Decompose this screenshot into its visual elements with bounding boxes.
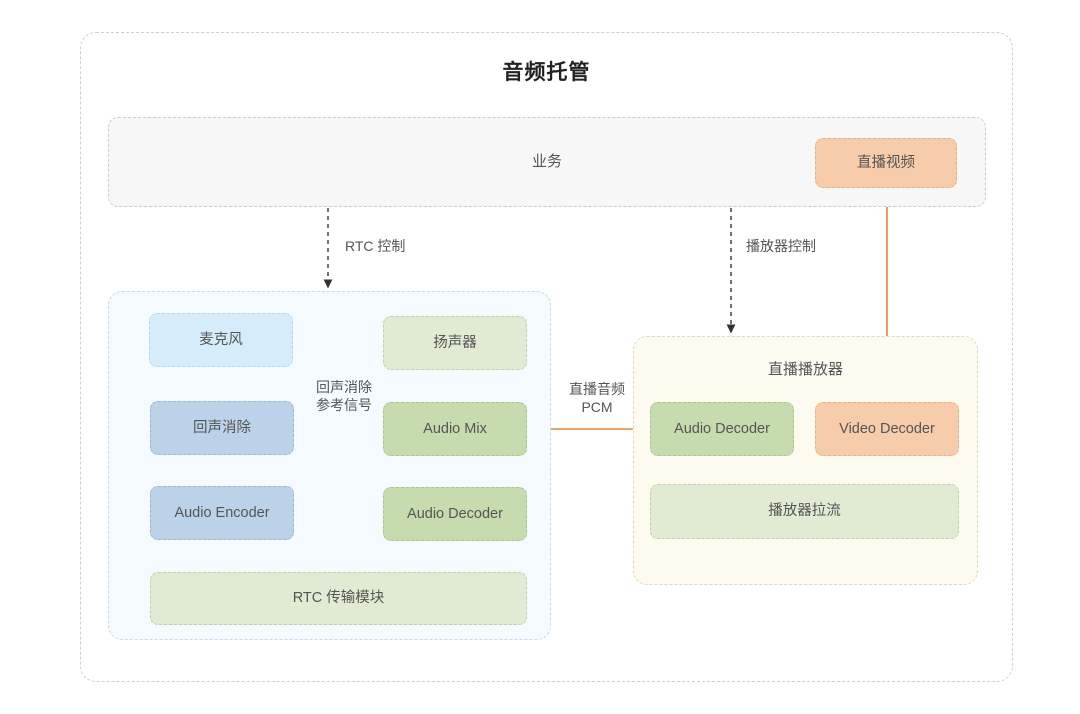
node-echo-cancel[interactable]: 回声消除 [150, 401, 294, 455]
node-audio-decoder-rtc[interactable]: Audio Decoder [383, 487, 527, 541]
node-rtc-transport-label: RTC 传输模块 [292, 590, 385, 607]
node-audio-mix[interactable]: Audio Mix [383, 402, 527, 456]
node-audio-decoder-player[interactable]: Audio Decoder [650, 402, 794, 456]
node-rtc-transport[interactable]: RTC 传输模块 [150, 572, 527, 625]
node-audio-encoder-label: Audio Encoder [174, 504, 270, 521]
label-echo-reference: 回声消除 参考信号 [316, 379, 372, 414]
node-video-decoder[interactable]: Video Decoder [815, 402, 959, 456]
node-speaker[interactable]: 扬声器 [383, 316, 527, 370]
node-audio-encoder[interactable]: Audio Encoder [150, 486, 294, 540]
node-player-pull[interactable]: 播放器拉流 [650, 484, 959, 539]
business-panel-label: 业务 [531, 153, 562, 170]
node-live-video-label: 直播视频 [857, 154, 915, 171]
node-audio-decoder-player-label: Audio Decoder [674, 420, 770, 437]
label-player-control: 播放器控制 [746, 238, 816, 254]
node-microphone-label: 麦克风 [199, 331, 243, 348]
node-microphone[interactable]: 麦克风 [149, 313, 293, 367]
diagram-title: 音频托管 [502, 61, 591, 84]
player-panel-title: 直播播放器 [767, 361, 843, 378]
diagram-outer-frame [80, 32, 1013, 682]
label-live-audio-pcm: 直播音频 PCM [569, 381, 625, 416]
label-rtc-control: RTC 控制 [345, 238, 406, 254]
node-player-pull-label: 播放器拉流 [768, 503, 841, 520]
node-speaker-label: 扬声器 [433, 334, 477, 351]
node-audio-mix-label: Audio Mix [423, 420, 487, 437]
node-live-video[interactable]: 直播视频 [815, 138, 957, 188]
node-echo-cancel-label: 回声消除 [193, 419, 251, 436]
node-audio-decoder-rtc-label: Audio Decoder [407, 505, 503, 522]
player-panel [633, 336, 978, 585]
node-video-decoder-label: Video Decoder [839, 420, 935, 437]
